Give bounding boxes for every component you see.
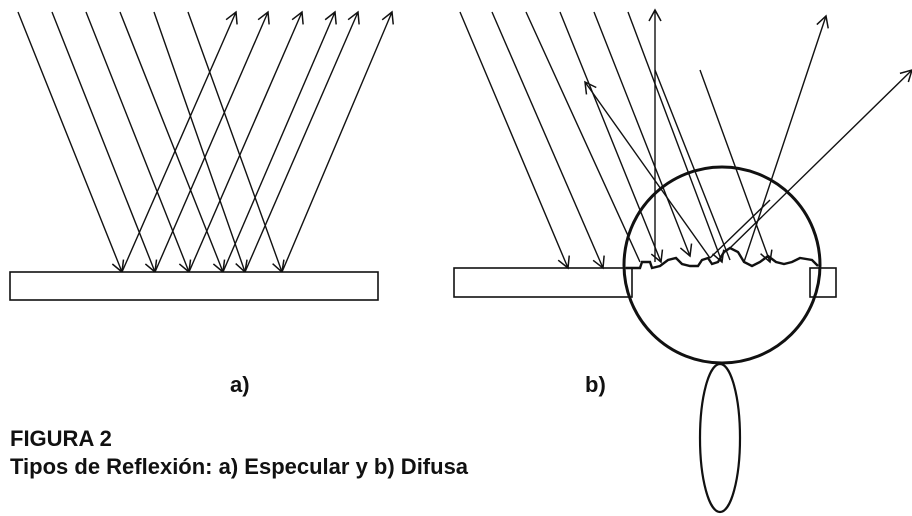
diffuse-surface [453, 267, 633, 298]
magnifier-lens [622, 165, 822, 365]
reflected-ray [121, 10, 238, 273]
specular-panel [9, 10, 394, 301]
reflected-ray [188, 10, 304, 273]
reflected-ray [244, 10, 360, 273]
specular-reflected-rays [121, 10, 394, 273]
reflected-ray [154, 10, 270, 273]
incident-ray [17, 11, 125, 274]
diffuse-reflected-rays [584, 8, 912, 263]
reflected-ray [729, 68, 912, 249]
incident-ray [525, 11, 641, 263]
diffuse-surface-right [809, 267, 837, 298]
incident-ray [491, 11, 605, 270]
panel-label-b: b) [585, 372, 606, 397]
incident-ray [699, 69, 773, 264]
figure-caption: Tipos de Reflexión: a) Especular y b) Di… [10, 454, 469, 479]
specular-surface [9, 271, 379, 301]
incident-ray [85, 11, 192, 274]
incident-ray [119, 11, 226, 274]
reflected-ray [743, 14, 829, 263]
figure-number: FIGURA 2 [10, 426, 112, 451]
incident-ray [627, 11, 725, 264]
diffuse-incident-rays [459, 11, 773, 270]
reflected-ray [584, 80, 711, 259]
incident-ray [51, 11, 158, 274]
rough-surface-profile [626, 246, 819, 270]
incident-ray [459, 11, 570, 270]
panel-label-a: a) [230, 372, 250, 397]
specular-incident-rays [17, 11, 285, 274]
diffuse-panel [453, 8, 912, 514]
reflected-ray [281, 10, 394, 273]
reflected-ray [709, 199, 771, 259]
magnifier-handle [698, 362, 742, 514]
reflected-ray [222, 10, 337, 273]
incident-ray [654, 69, 731, 261]
incident-ray [559, 11, 664, 264]
incident-ray [593, 11, 693, 258]
incident-ray [153, 11, 248, 274]
incident-ray [187, 11, 285, 274]
